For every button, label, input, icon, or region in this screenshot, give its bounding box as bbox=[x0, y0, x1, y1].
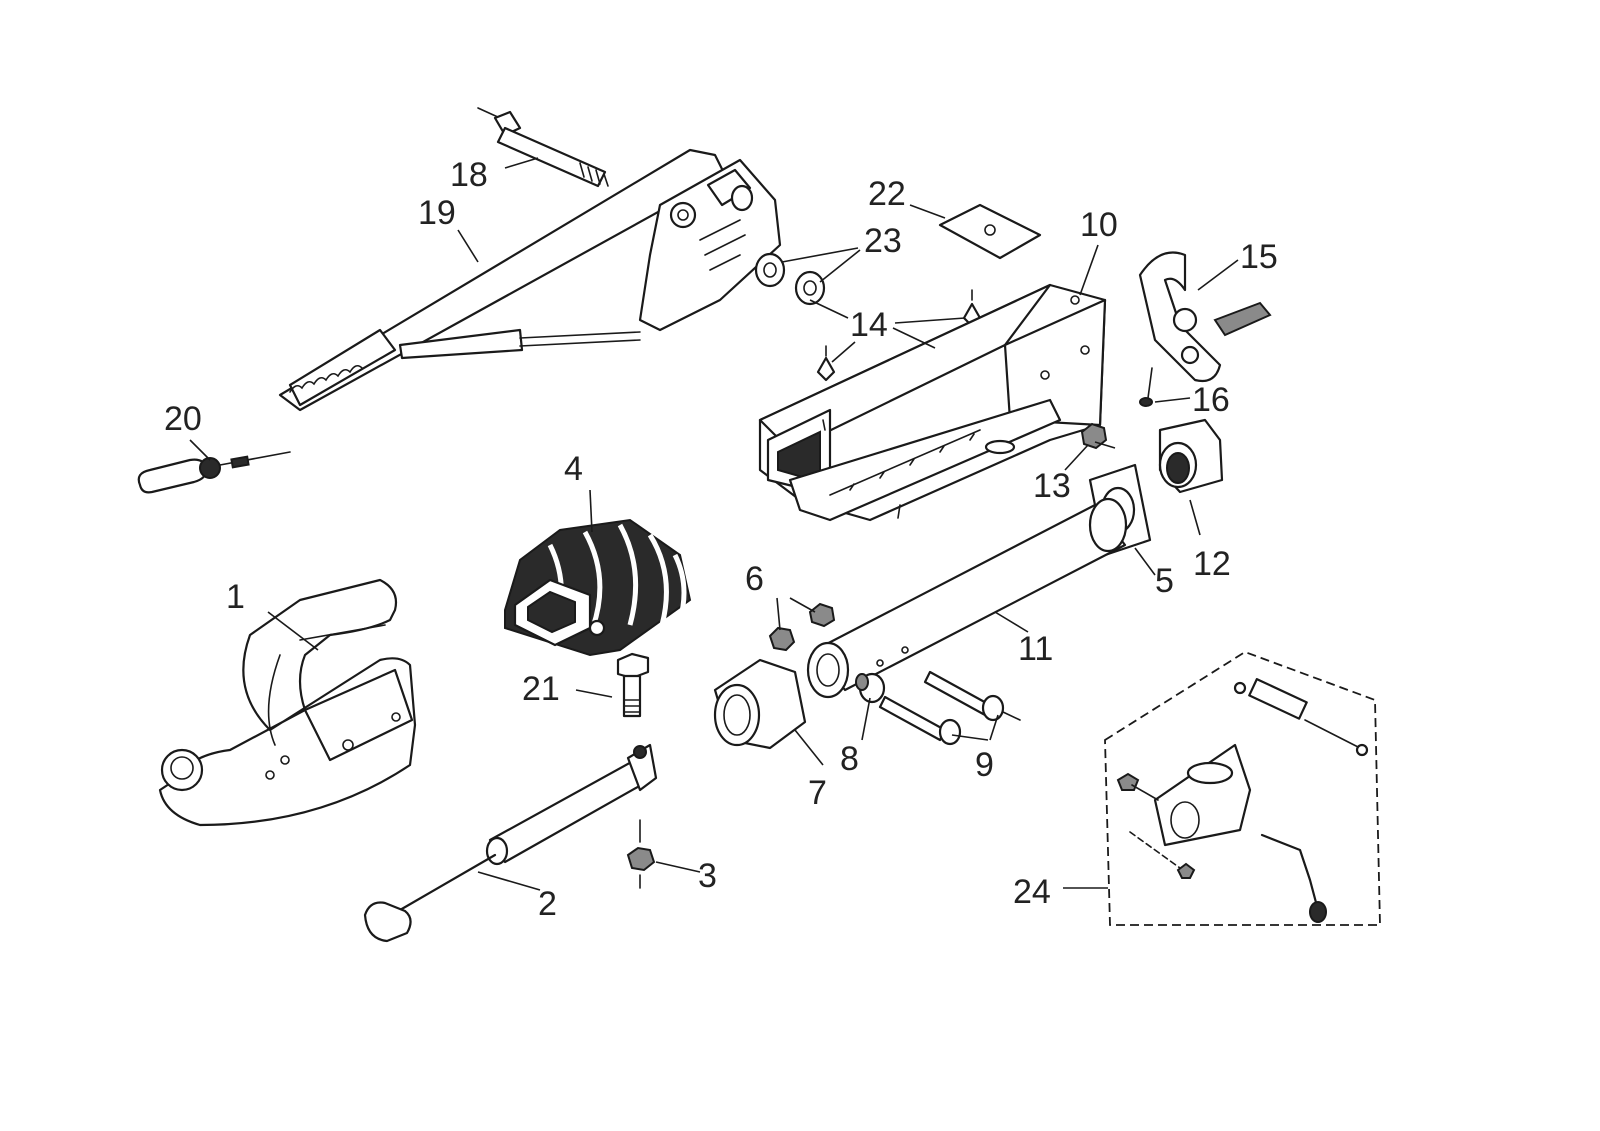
callout-5: 5 bbox=[1155, 562, 1174, 600]
part-3-nut bbox=[626, 819, 656, 889]
part-23-washers bbox=[754, 252, 826, 306]
part-8-sleeve bbox=[855, 672, 886, 704]
part-6-nuts bbox=[768, 602, 836, 652]
callout-14: 14 bbox=[850, 306, 888, 344]
part-20-breakaway-cable bbox=[137, 451, 291, 494]
callout-23: 23 bbox=[864, 222, 902, 260]
callout-20: 20 bbox=[164, 400, 202, 438]
leader-lines bbox=[189, 157, 1239, 891]
part-10-housing bbox=[758, 283, 1107, 522]
part-22-plate bbox=[938, 203, 1042, 260]
part-19-brake-lever bbox=[278, 148, 782, 412]
callout-15: 15 bbox=[1240, 238, 1278, 276]
callout-3: 3 bbox=[698, 857, 717, 895]
callout-10: 10 bbox=[1080, 206, 1118, 244]
callout-8: 8 bbox=[840, 740, 859, 778]
callout-19: 19 bbox=[418, 194, 456, 232]
callout-24: 24 bbox=[1013, 873, 1051, 911]
part-7-bushing bbox=[713, 658, 807, 750]
callout-1: 1 bbox=[226, 578, 245, 616]
callout-6: 6 bbox=[745, 560, 764, 598]
part-15-hook bbox=[1138, 251, 1272, 383]
callout-21: 21 bbox=[522, 670, 560, 708]
callout-7: 7 bbox=[808, 774, 827, 812]
callout-4: 4 bbox=[564, 450, 583, 488]
callout-22: 22 bbox=[868, 175, 906, 213]
part-9-bolts bbox=[878, 670, 1021, 746]
callout-12: 12 bbox=[1193, 545, 1231, 583]
part-24-clamp-kit bbox=[1104, 651, 1381, 926]
callout-labels: 18 19 22 23 10 15 14 16 20 13 4 12 5 6 1… bbox=[164, 156, 1278, 923]
callout-16: 16 bbox=[1192, 381, 1230, 419]
part-16-pin bbox=[1139, 367, 1153, 407]
part-13-nut bbox=[1080, 422, 1108, 450]
part-21-bolt bbox=[616, 652, 650, 718]
callout-2: 2 bbox=[538, 885, 557, 923]
part-18-bolt bbox=[477, 107, 609, 188]
callout-11: 11 bbox=[1018, 630, 1053, 668]
part-11-tube bbox=[806, 497, 1128, 699]
part-4-bellows bbox=[504, 518, 692, 657]
part-12-bushing bbox=[1158, 418, 1224, 494]
part-2-damper bbox=[363, 743, 658, 943]
callout-13: 13 bbox=[1033, 467, 1071, 505]
callout-9: 9 bbox=[975, 746, 994, 784]
callout-18: 18 bbox=[450, 156, 488, 194]
part-1-coupling-head bbox=[158, 578, 417, 827]
